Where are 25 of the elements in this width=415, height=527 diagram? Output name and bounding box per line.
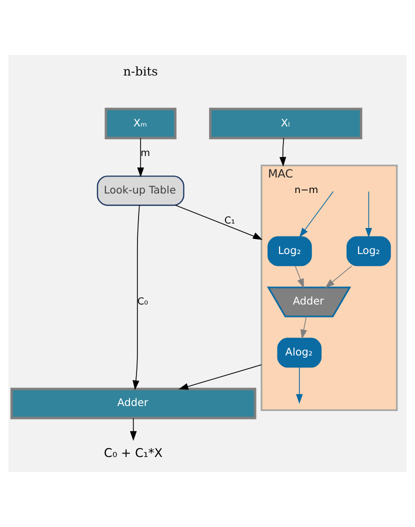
- arrow: [300, 316, 308, 340]
- edge-label: n−m: [294, 185, 318, 196]
- node-box: Xₗ: [209, 108, 362, 140]
- arrow: [299, 191, 334, 238]
- edge-label: m: [140, 148, 150, 160]
- node-box: Log₂: [346, 236, 391, 266]
- arrow: [279, 138, 286, 167]
- arrow: [296, 367, 303, 404]
- arrow: [178, 364, 262, 390]
- edge-label: C₀: [137, 296, 148, 308]
- edge-label: C₁: [224, 215, 236, 226]
- arrow: [365, 191, 372, 238]
- node-box: Adder: [10, 388, 256, 420]
- arrow: [137, 138, 144, 178]
- arrow: [294, 266, 304, 288]
- arrow: [324, 266, 352, 288]
- node-box: Log₂: [268, 236, 312, 266]
- node-box: Alog₂: [277, 338, 322, 368]
- arrow: [175, 204, 263, 240]
- node-text: C₀ + C₁*X: [104, 446, 163, 460]
- node-box: Xₘ: [104, 108, 176, 140]
- label: n-bits: [123, 64, 158, 79]
- arrow: [130, 418, 137, 441]
- node-box: Look-up Table: [96, 176, 184, 206]
- arrow: [132, 204, 140, 390]
